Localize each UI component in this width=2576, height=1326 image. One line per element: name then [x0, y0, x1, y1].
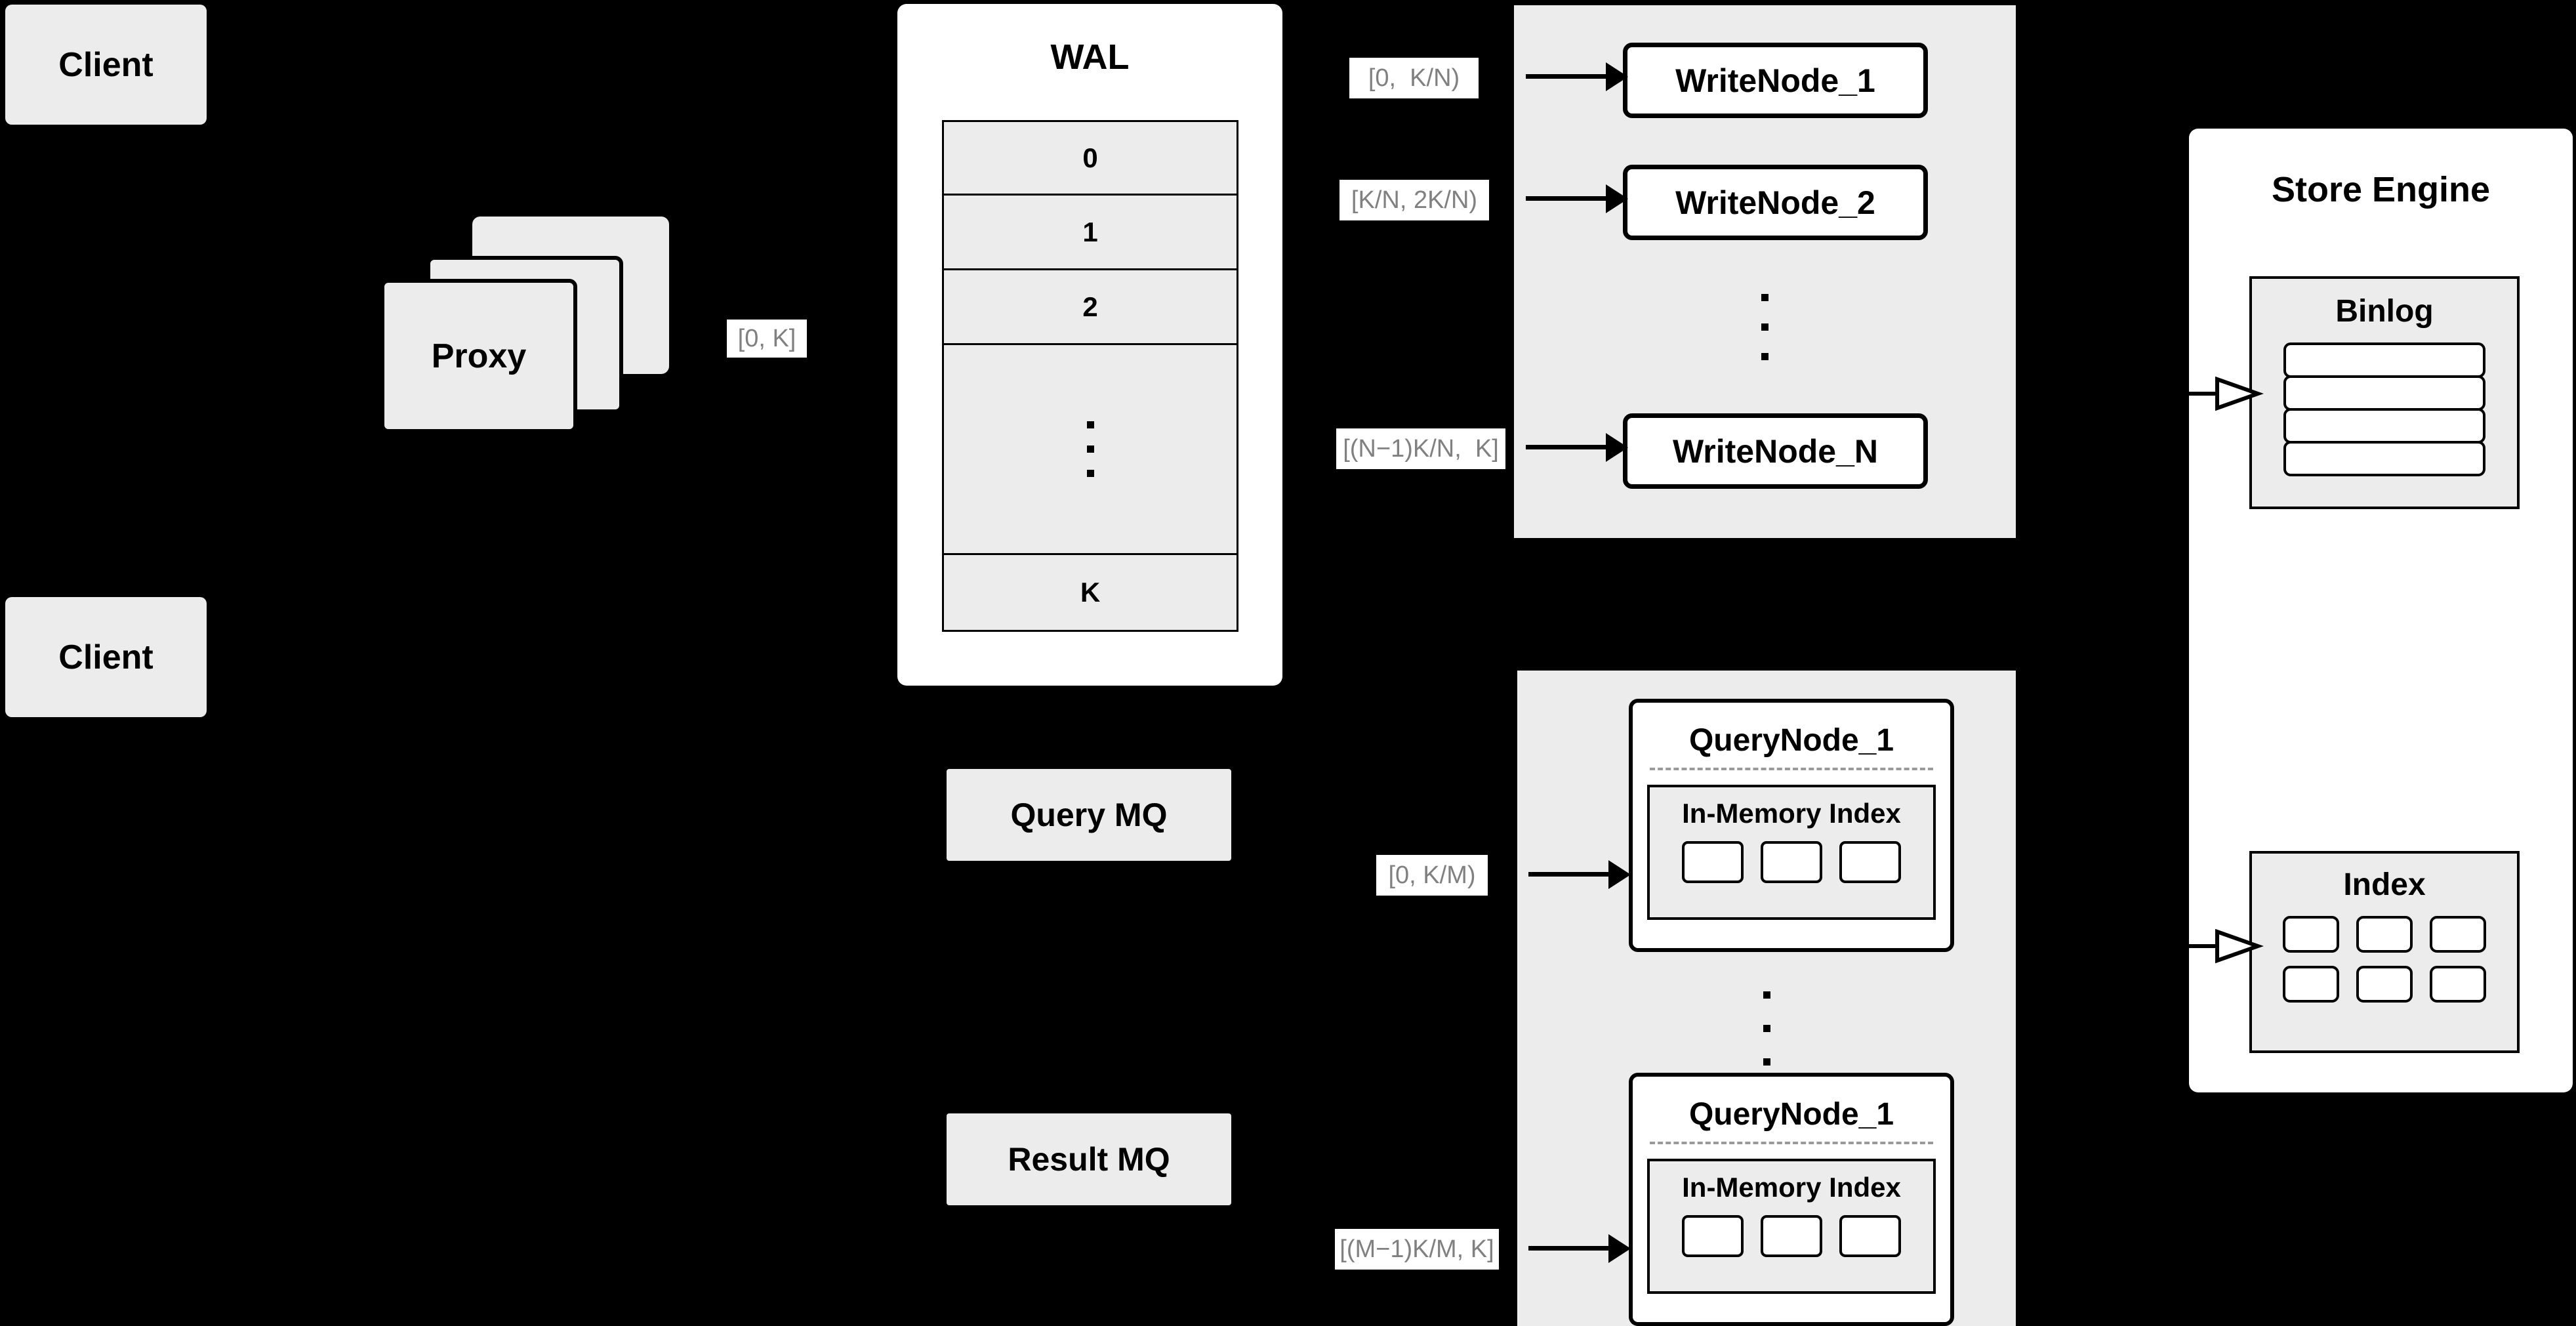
range-label-query-node-m: [(M−1)K/M, K]	[1335, 1229, 1499, 1270]
index-cell	[2430, 916, 2486, 953]
range-label-query-node-1-text: [0, K/M)	[1388, 861, 1476, 889]
arrow-head-solid	[1608, 1234, 1631, 1263]
binlog-row	[2283, 441, 2485, 476]
write-node-cluster-panel: WriteNode_1 WriteNode_2 WriteNode_N	[1514, 5, 2016, 538]
client-node-1[interactable]: Client	[5, 5, 207, 125]
store-engine-panel: Store Engine Binlog Index	[2189, 129, 2573, 1092]
arrow-shaft	[1526, 445, 1608, 449]
index-cell	[1761, 841, 1822, 883]
range-label-write-node-n: [(N−1)K/N, K]	[1336, 428, 1505, 469]
write-node-ellipsis	[1514, 274, 2016, 379]
write-node-2[interactable]: WriteNode_2	[1623, 165, 1928, 240]
binlog-box: Binlog	[2249, 276, 2520, 509]
index-cell	[2356, 966, 2413, 1003]
range-label-proxy-to-wal-text: [0, K]	[737, 324, 796, 352]
in-memory-index-m: In-Memory Index	[1647, 1159, 1936, 1294]
ellipsis-dot	[1763, 991, 1770, 999]
index-cell	[2430, 966, 2486, 1003]
index-cell	[1682, 1215, 1744, 1257]
index-cell	[2283, 966, 2339, 1003]
proxy-label: Proxy	[431, 337, 527, 375]
wal-table: 0 1 2 K	[942, 120, 1238, 632]
query-node-m[interactable]: QueryNode_1 In-Memory Index	[1629, 1073, 1954, 1326]
arrow-shaft	[1528, 1246, 1611, 1251]
query-node-1-divider	[1650, 768, 1933, 770]
ellipsis-dot	[1763, 1024, 1770, 1032]
index-cell	[1682, 841, 1744, 883]
ellipsis-dot	[1761, 352, 1768, 360]
result-mq-label: Result MQ	[1008, 1141, 1170, 1178]
in-memory-index-m-title: In-Memory Index	[1682, 1172, 1901, 1203]
index-cell	[2283, 916, 2339, 953]
ellipsis-dot	[1086, 470, 1094, 477]
write-node-1-label: WriteNode_1	[1675, 62, 1875, 99]
store-engine-title: Store Engine	[2271, 170, 2491, 209]
in-memory-index-1-title: In-Memory Index	[1682, 798, 1901, 829]
ellipsis-dot	[1086, 445, 1094, 453]
wal-row-ellipsis	[944, 345, 1237, 555]
range-label-write-node-1: [0, K/N)	[1349, 58, 1479, 98]
write-node-n[interactable]: WriteNode_N	[1623, 413, 1928, 489]
query-node-ellipsis	[1517, 966, 2016, 1090]
arrow-shaft	[1526, 74, 1608, 79]
query-node-1-label: QueryNode_1	[1688, 723, 1894, 758]
write-node-n-label: WriteNode_N	[1672, 432, 1878, 470]
wal-row-0: 0	[944, 122, 1237, 196]
client-node-2[interactable]: Client	[5, 597, 207, 717]
index-box: Index	[2249, 851, 2520, 1053]
ellipsis-dot	[1761, 293, 1768, 301]
wal-row-k: K	[944, 555, 1237, 629]
arrow-to-binlog	[2186, 374, 2264, 413]
range-label-query-node-m-text: [(M−1)K/M, K]	[1339, 1235, 1494, 1263]
arrow-to-query-node-m	[1528, 1234, 1633, 1263]
arrow-head-solid	[1606, 62, 1628, 91]
arrow-to-write-node-2	[1526, 184, 1631, 213]
binlog-title: Binlog	[2335, 294, 2434, 329]
binlog-row	[2283, 408, 2485, 444]
arrow-head-solid	[1606, 433, 1628, 462]
index-cell	[1839, 1215, 1901, 1257]
binlog-row	[2283, 342, 2485, 378]
query-node-1[interactable]: QueryNode_1 In-Memory Index	[1629, 699, 1954, 952]
query-node-cluster-panel: QueryNode_1 In-Memory Index QueryNode_1	[1517, 671, 2016, 1326]
index-cell	[1839, 841, 1901, 883]
client-node-2-label: Client	[58, 638, 153, 676]
range-label-proxy-to-wal: [0, K]	[727, 320, 807, 358]
query-mq-label: Query MQ	[1010, 797, 1168, 833]
wal-row-2: 2	[944, 270, 1237, 345]
arrow-head-solid	[1608, 860, 1631, 889]
query-node-m-divider	[1650, 1142, 1933, 1144]
query-node-m-label: QueryNode_1	[1688, 1097, 1894, 1132]
wal-panel: WAL 0 1 2 K	[897, 4, 1282, 686]
write-node-2-label: WriteNode_2	[1675, 184, 1875, 221]
wal-title: WAL	[1050, 37, 1130, 77]
range-label-write-node-2: [K/N, 2K/N)	[1339, 180, 1489, 220]
arrow-shaft	[1526, 196, 1608, 201]
wal-row-1: 1	[944, 196, 1237, 270]
result-mq-node[interactable]: Result MQ	[947, 1113, 1231, 1205]
ellipsis-dot	[1086, 421, 1094, 428]
arrow-head-solid	[1606, 184, 1628, 213]
index-cell	[1761, 1215, 1822, 1257]
range-label-query-node-1: [0, K/M)	[1376, 855, 1488, 896]
index-title: Index	[2343, 867, 2426, 902]
arrow-shaft	[1528, 872, 1611, 877]
proxy-card-front[interactable]: Proxy	[380, 279, 577, 433]
arrow-to-index	[2186, 926, 2264, 966]
ellipsis-dot	[1761, 323, 1768, 331]
arrow-to-query-node-1	[1528, 860, 1633, 889]
client-node-1-label: Client	[58, 45, 153, 84]
in-memory-index-1: In-Memory Index	[1647, 785, 1936, 920]
range-label-write-node-n-text: [(N−1)K/N, K]	[1343, 434, 1499, 463]
write-node-1[interactable]: WriteNode_1	[1623, 43, 1928, 118]
query-mq-node[interactable]: Query MQ	[947, 769, 1231, 861]
arrow-to-write-node-n	[1526, 433, 1631, 462]
range-label-write-node-2-text: [K/N, 2K/N)	[1351, 186, 1478, 214]
index-cell	[2356, 916, 2413, 953]
range-label-write-node-1-text: [0, K/N)	[1368, 64, 1460, 92]
binlog-row	[2283, 375, 2485, 411]
arrow-to-write-node-1	[1526, 62, 1631, 91]
proxy-stack[interactable]: Proxy	[380, 217, 669, 433]
ellipsis-dot	[1763, 1058, 1770, 1066]
